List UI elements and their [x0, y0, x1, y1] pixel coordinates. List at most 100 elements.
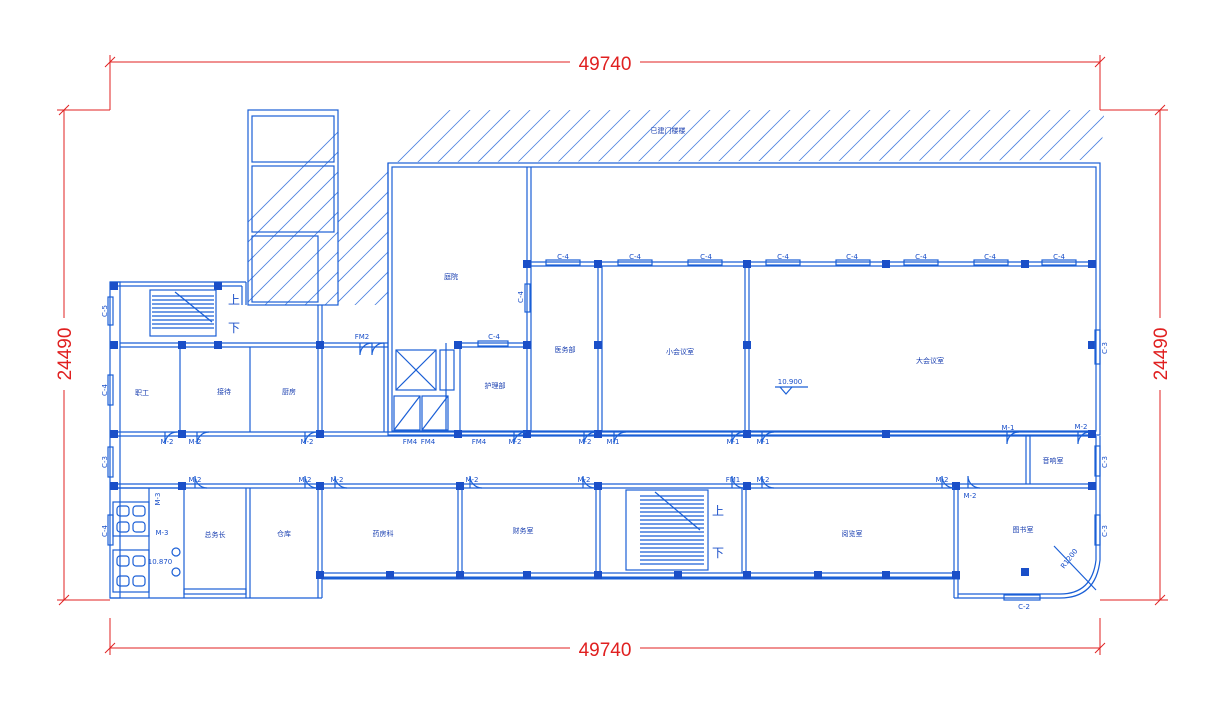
column — [814, 571, 822, 579]
door-m2-3: M-2 — [300, 438, 313, 446]
hatch-line — [1079, 110, 1104, 305]
door-swing — [731, 431, 745, 445]
column — [316, 571, 324, 579]
column — [178, 482, 186, 490]
column — [214, 282, 222, 290]
dimension-right: 24490 — [1100, 104, 1172, 606]
hatch-line — [248, 151, 338, 243]
hatch-line — [879, 110, 1101, 305]
hatch-line — [819, 110, 1041, 305]
door-m3-1: M-3 — [154, 492, 162, 505]
column — [743, 341, 751, 349]
column — [454, 430, 462, 438]
hatch-line — [399, 110, 621, 305]
hatch-line — [839, 110, 1061, 305]
dimension-right-value: 24490 — [1151, 328, 1172, 381]
door-fm4-3: FM4 — [472, 438, 487, 446]
room-labels: 庭院 医务部 小会议室 大会议室 护理部 职工 接待 厨房 总务长 仓库 药房科… — [135, 272, 1064, 539]
door-swing — [1006, 431, 1020, 445]
column — [456, 571, 464, 579]
column — [882, 571, 890, 579]
door-swing — [304, 431, 318, 445]
hatch-line — [1160, 100, 1224, 320]
door-swing — [194, 475, 208, 489]
window-c4-4: C-4 — [777, 253, 789, 261]
hatch-line — [324, 291, 338, 305]
hatch-line — [390, 100, 610, 320]
column — [594, 571, 602, 579]
hatch-line — [1099, 110, 1104, 305]
room-medical: 医务部 — [555, 345, 576, 354]
stair-center-up-label: 上 — [712, 504, 724, 518]
column — [1088, 260, 1096, 268]
column — [1021, 260, 1029, 268]
room-reading: 阅览室 — [842, 529, 863, 538]
column — [316, 430, 324, 438]
roof-note: 已建门楼楼 — [651, 126, 686, 135]
column — [952, 571, 960, 579]
room-kitchen: 厨房 — [282, 387, 296, 396]
hatch-line — [599, 110, 821, 305]
hatch-line — [1140, 100, 1224, 320]
room-nurse: 护理部 — [485, 381, 506, 390]
window-c4-7: C-4 — [984, 253, 996, 261]
hatch-line — [779, 110, 1001, 305]
column — [882, 430, 890, 438]
room-audio: 音响室 — [1043, 456, 1064, 465]
hatch-line — [979, 110, 1104, 305]
hatch-line — [459, 110, 681, 305]
hatch-line — [699, 110, 921, 305]
dimension-bottom-value: 49740 — [579, 640, 632, 661]
hatch-line — [859, 110, 1081, 305]
window-c4-v1: C-4 — [517, 291, 525, 303]
hatch-line — [370, 100, 590, 320]
hatch-line — [338, 110, 541, 305]
radius-label: R1200 — [1059, 547, 1079, 570]
door-swing — [196, 431, 210, 445]
stair-down-label: 下 — [228, 321, 240, 335]
elevation-mark-2: 10.870 — [148, 558, 173, 566]
column — [316, 341, 324, 349]
door-swing — [761, 431, 775, 445]
room-pharmacy: 药房科 — [373, 529, 394, 538]
hatch-line — [304, 271, 338, 305]
column — [523, 571, 531, 579]
hatch-line — [1059, 110, 1104, 305]
door-m2-14: M-2 — [963, 492, 976, 500]
column — [456, 482, 464, 490]
door-swing — [359, 342, 373, 356]
window-c4-2: C-4 — [629, 253, 641, 261]
column — [882, 260, 890, 268]
hatch-line — [519, 110, 741, 305]
room-large-meeting: 大会议室 — [916, 356, 944, 365]
column — [110, 482, 118, 490]
room-library: 图书室 — [1013, 525, 1034, 534]
dimension-top: 49740 — [104, 50, 1106, 110]
room-stationery: 总务长 — [205, 530, 226, 539]
stair-up-label: 上 — [228, 293, 240, 307]
dimension-top-value: 49740 — [579, 54, 632, 75]
hatch-line — [248, 211, 338, 303]
hatch-line — [264, 231, 338, 305]
hatch-line — [359, 110, 581, 305]
door-m2-6: M-2 — [1074, 423, 1087, 431]
hatch-line — [1019, 110, 1104, 305]
column — [594, 430, 602, 438]
hatch-line — [338, 110, 481, 305]
hatch-line — [739, 110, 961, 305]
hatch-line — [999, 110, 1104, 305]
hatch-line — [248, 171, 338, 263]
door-swing — [731, 475, 745, 489]
window-bands — [107, 259, 1101, 601]
column — [952, 482, 960, 490]
column — [743, 260, 751, 268]
dimension-bottom: 49740 — [104, 618, 1106, 661]
window-c5-left: C-5 — [101, 305, 109, 317]
column — [743, 571, 751, 579]
door-swing — [164, 431, 178, 445]
hatch-line — [350, 100, 570, 320]
door-swing — [967, 475, 981, 489]
column — [316, 482, 324, 490]
elevation-mark-1: 10.900 — [778, 378, 803, 386]
door-m1-3: M-1 — [756, 438, 769, 446]
